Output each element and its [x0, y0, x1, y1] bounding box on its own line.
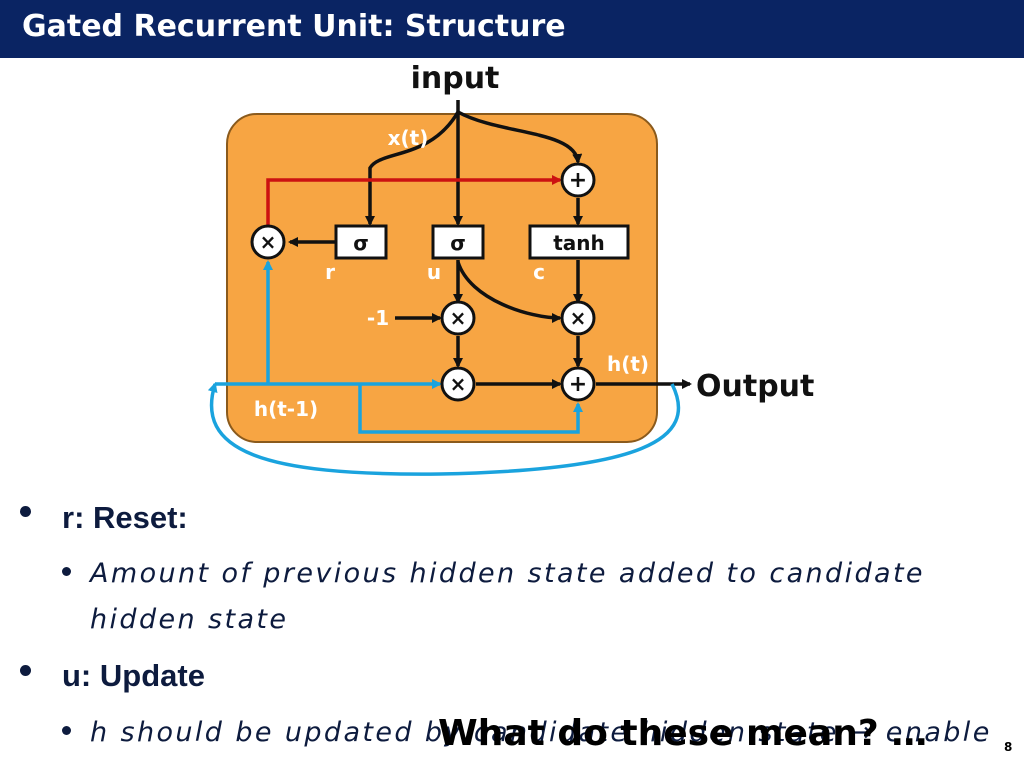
gate-u-symbol: σ — [450, 231, 466, 255]
op-plus-top: + — [560, 162, 596, 198]
title-bar: Gated Recurrent Unit: Structure — [0, 0, 1024, 58]
h-prev-label: h(t-1) — [254, 397, 318, 421]
update-heading: u: Update — [62, 658, 205, 693]
gate-u: σ — [431, 224, 485, 260]
reset-path — [266, 175, 562, 226]
page-number: 8 — [1004, 740, 1013, 754]
overlay-question: What do these mean? … — [438, 713, 928, 754]
svg-text:×: × — [570, 306, 587, 330]
x-label: x(t) — [388, 126, 429, 150]
gate-r-symbol: σ — [353, 231, 369, 255]
bullet-update-desc — [62, 726, 71, 735]
minus-one-label: -1 — [367, 306, 389, 330]
svg-text:+: + — [569, 168, 587, 193]
reset-description-line2: hidden state — [90, 604, 289, 635]
gate-c-symbol: tanh — [553, 231, 605, 255]
reset-heading: r: Reset: — [62, 500, 188, 535]
bullet-update — [20, 665, 31, 676]
gru-diagram: σ σ tanh × + × × × + input x(t) r u c -1… — [207, 61, 814, 476]
svg-text:×: × — [260, 230, 277, 254]
svg-text:×: × — [450, 372, 467, 396]
input-arrows — [288, 100, 692, 389]
gate-c-label: c — [533, 260, 545, 284]
output-label: Output — [696, 369, 814, 404]
gru-cell — [226, 113, 658, 443]
bullet-reset — [20, 506, 31, 517]
op-plus-output: + — [560, 366, 596, 402]
bullet-reset-desc — [62, 567, 71, 576]
update-description: h should be updated by candidate hidden … — [90, 717, 992, 748]
gate-r-label: r — [325, 260, 335, 284]
op-multiply-reset: × — [250, 224, 286, 260]
gate-c: tanh — [528, 224, 630, 260]
op-multiply-u: × — [440, 300, 476, 336]
hidden-state-paths — [207, 260, 681, 476]
h-label: h(t) — [607, 352, 649, 376]
slide-title: Gated Recurrent Unit: Structure — [22, 9, 566, 44]
reset-description-line1: Amount of previous hidden state added to… — [90, 558, 925, 589]
gate-r: σ — [334, 224, 388, 260]
svg-text:×: × — [450, 306, 467, 330]
svg-text:+: + — [569, 372, 587, 397]
gate-u-label: u — [427, 260, 441, 284]
input-label: input — [411, 61, 500, 96]
op-multiply-h: × — [440, 366, 476, 402]
op-multiply-c: × — [560, 300, 596, 336]
